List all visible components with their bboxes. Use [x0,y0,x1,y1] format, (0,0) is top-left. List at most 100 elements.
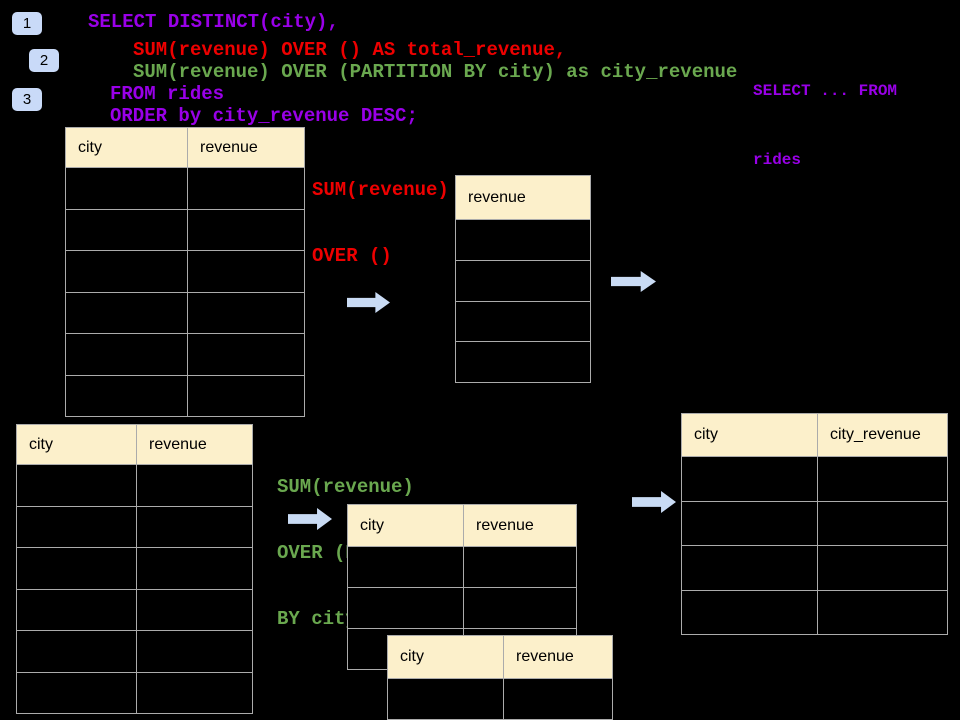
table-cell [17,631,137,672]
table-row [348,587,576,628]
table-row [456,341,590,382]
table-cell [137,548,252,589]
table-cell [388,679,504,719]
table-row [682,500,947,546]
column-header-city: city [682,414,818,456]
table-cell [137,590,252,631]
sql-line-total: SUM(revenue) OVER () AS total_revenue, [133,39,567,61]
sql-line-from: FROM rides [110,83,225,105]
table-cell [137,465,252,506]
table-cell [456,261,590,301]
table-header-row: city revenue [17,425,252,464]
table-row [17,464,252,506]
table-cell [17,506,137,547]
table-row [66,291,304,334]
table-row [682,589,947,635]
annotation-total-revenue: SUM(revenue) OVER () [312,135,449,311]
table-cell [66,334,188,375]
table-cell [682,590,818,634]
table-cell [818,502,947,546]
table-cell [682,546,818,590]
table-row [66,333,304,375]
table-cell [66,375,188,416]
table-row [682,545,947,590]
table-cell [188,376,304,417]
column-header-city-revenue: city_revenue [830,426,921,443]
table-city-revenue-result: city city_revenue [681,413,948,635]
table-cell [66,209,188,250]
table-cell [818,546,947,590]
table-cell [464,547,576,587]
table-cell [348,588,464,628]
step-badge-3: 3 [12,88,42,111]
column-header-city: city [66,128,188,167]
annotation-line: SUM(revenue) [277,476,414,498]
table-cell [188,210,304,251]
table-cell [504,679,612,719]
column-header-revenue: revenue [516,648,574,665]
table-header-row: city city_revenue [682,414,947,456]
table-cell [456,342,590,382]
column-header-city: city [17,425,137,464]
table-cell [66,292,188,333]
table-row [456,219,590,260]
table-cell [137,673,252,714]
annotation-line: SUM(revenue) [312,179,449,201]
table-header-row: city revenue [348,505,576,546]
table-cell [17,465,137,506]
table-cell [66,168,188,209]
table-cell [348,547,464,587]
table-cell [17,672,137,713]
step-badge-1: 1 [12,12,42,35]
table-cell [682,501,818,545]
table-cell [17,548,137,589]
table-row [66,374,304,417]
table-cell [188,251,304,292]
column-header-revenue: revenue [476,516,534,534]
table-cell [682,457,818,501]
table-cell [818,457,947,501]
table-header-row: revenue [456,176,590,219]
table-header-row: city revenue [66,128,304,167]
sql-line-select: SELECT DISTINCT(city), [88,11,339,33]
column-header-revenue: revenue [200,138,258,156]
table-row [66,250,304,292]
step-badge-2: 2 [29,49,59,72]
table-row [66,208,304,251]
table-row [348,546,576,587]
side-note-line: SELECT ... FROM [753,82,898,100]
side-note-select-from: SELECT ... FROM rides [753,34,897,218]
table-cell [17,589,137,630]
table-cell [137,507,252,548]
table-cell [66,251,188,292]
table-cell [188,293,304,334]
table-row [456,300,590,342]
column-header-revenue: revenue [149,435,207,453]
table-row [17,505,252,548]
table-cell [464,588,576,628]
table-row [17,630,252,672]
side-note-line: rides [753,151,802,169]
table-cell [137,631,252,672]
sql-line-order: ORDER by city_revenue DESC; [110,105,418,127]
table-cell [456,302,590,342]
column-header-city: city [388,636,504,678]
table-cell [188,168,304,209]
table-total-revenue-result: revenue [455,175,591,383]
right-arrow-icon [632,491,676,513]
table-cell [188,334,304,375]
table-source-rides-top: city revenue [65,127,305,417]
table-row [682,456,947,501]
table-row [17,547,252,589]
table-cell [818,591,947,635]
sql-line-partition: SUM(revenue) OVER (PARTITION BY city) as… [133,61,738,83]
table-row [66,167,304,209]
table-cell [456,220,590,260]
column-header-city: city [348,505,464,546]
annotation-line: OVER () [312,245,392,267]
table-row [456,259,590,301]
table-row [17,588,252,631]
table-row [17,671,252,714]
table-partition-group-front: city revenue [387,635,613,720]
